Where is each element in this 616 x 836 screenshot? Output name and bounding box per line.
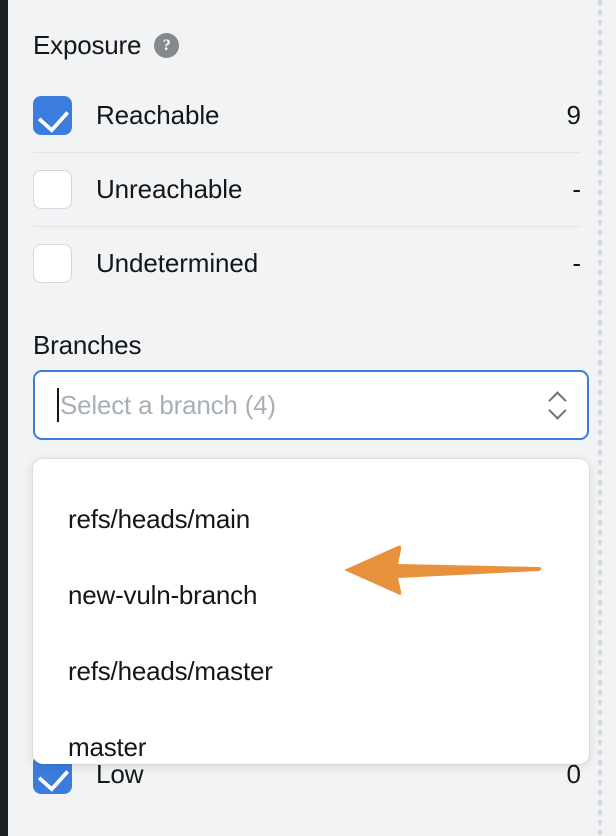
severity-count-low: 0	[566, 758, 581, 789]
right-dashed-guide-line	[598, 0, 602, 836]
exposure-count-reachable: 9	[566, 99, 581, 130]
exposure-section-header: Exposure ?	[33, 30, 180, 61]
checkbox-reachable[interactable]	[33, 95, 72, 135]
dropdown-option-refs-heads-main[interactable]: refs/heads/main	[68, 503, 250, 534]
exposure-count-undetermined: -	[572, 247, 581, 278]
exposure-label-undetermined: Undetermined	[96, 247, 259, 278]
exposure-row-unreachable[interactable]: Unreachable -	[33, 152, 589, 226]
exposure-label-unreachable: Unreachable	[96, 173, 243, 204]
dropdown-option-refs-heads-master[interactable]: refs/heads/master	[68, 655, 273, 686]
dropdown-option-new-vuln-branch[interactable]: new-vuln-branch	[68, 579, 258, 610]
text-caret	[57, 388, 59, 422]
exposure-count-unreachable: -	[572, 173, 581, 204]
branches-section-label: Branches	[33, 330, 142, 360]
exposure-row-undetermined[interactable]: Undetermined -	[33, 226, 589, 300]
left-dark-rail	[0, 0, 8, 836]
exposure-title: Exposure	[33, 30, 142, 60]
chevron-up-down-icon[interactable]	[547, 388, 569, 422]
exposure-filter-list: Reachable 9 Unreachable - Undetermined -	[33, 78, 589, 300]
exposure-row-reachable[interactable]: Reachable 9	[33, 78, 589, 152]
branch-dropdown-list[interactable]: refs/heads/main new-vuln-branch refs/hea…	[33, 459, 589, 764]
dropdown-option-master[interactable]: master	[68, 731, 147, 762]
branch-select-placeholder: Select a branch (4)	[60, 389, 276, 420]
branch-select-input[interactable]: Select a branch (4)	[33, 370, 589, 440]
checkbox-unreachable[interactable]	[33, 169, 72, 209]
checkbox-undetermined[interactable]	[33, 243, 72, 283]
filters-panel: Exposure ? Reachable 9 Unreachable - Und…	[8, 0, 598, 836]
question-mark-icon[interactable]: ?	[154, 33, 180, 58]
exposure-label-reachable: Reachable	[96, 99, 220, 130]
